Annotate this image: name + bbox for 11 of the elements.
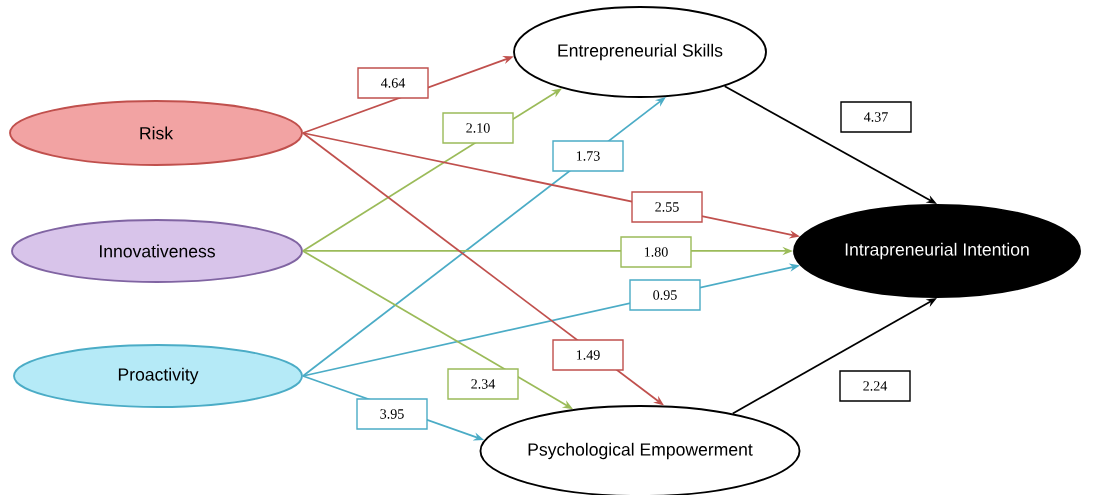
edge-label: 4.37 bbox=[840, 101, 912, 133]
edge-label: 2.34 bbox=[447, 368, 519, 400]
edge-label: 2.24 bbox=[839, 370, 911, 402]
edge-label: 2.10 bbox=[442, 112, 514, 144]
edge-label: 2.55 bbox=[631, 191, 703, 223]
edge-label: 1.73 bbox=[552, 140, 624, 172]
edge-label: 0.95 bbox=[629, 279, 701, 311]
edge-label: 1.80 bbox=[620, 236, 692, 268]
edge-label: 1.49 bbox=[552, 339, 624, 371]
edge-label: 4.64 bbox=[357, 67, 429, 99]
edge-label: 3.95 bbox=[356, 398, 428, 430]
